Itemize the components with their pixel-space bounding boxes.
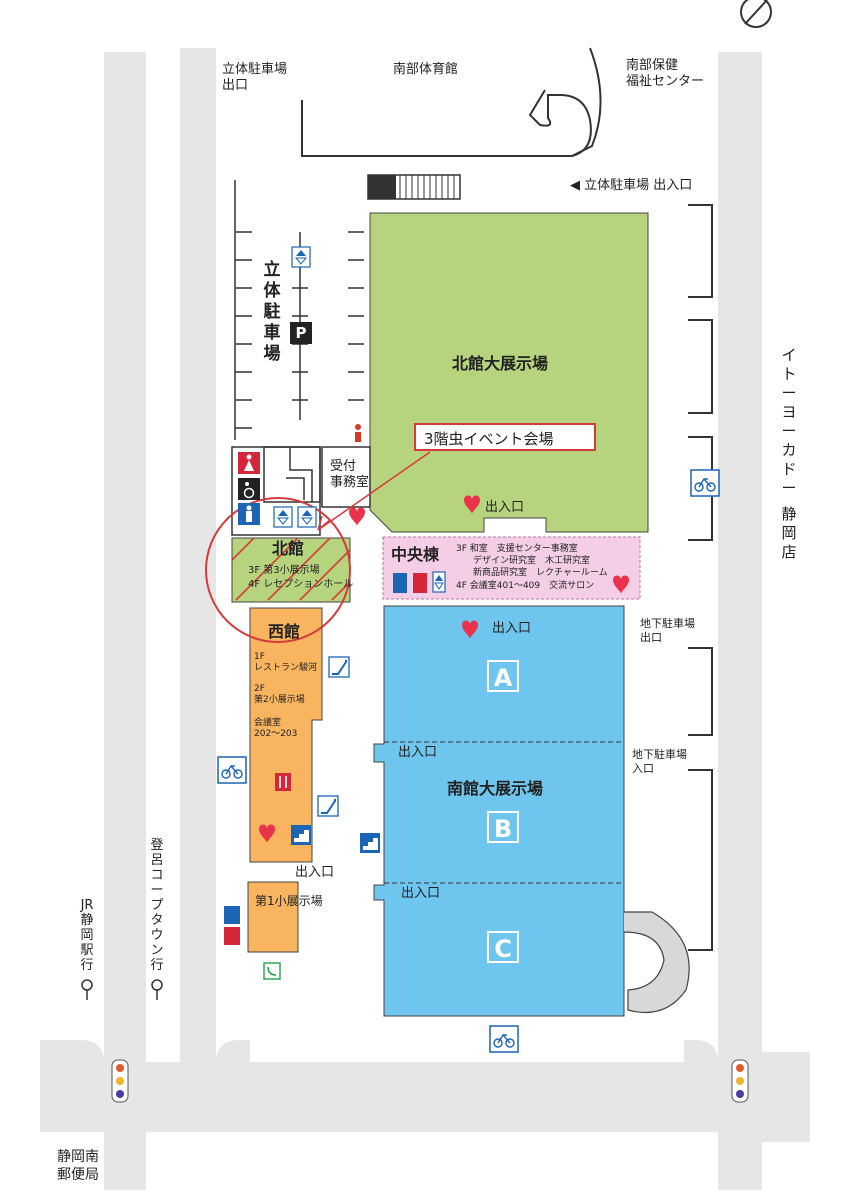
bus-stop-icon (81, 979, 163, 1000)
info-icon (355, 424, 361, 442)
zone-b-marker: B (487, 811, 519, 843)
south-hall-label: 南館大展示場 (447, 779, 544, 798)
elevator-icon (273, 246, 446, 593)
chuo-3f-line-2: デザイン研究室 木工研究室 (473, 556, 591, 566)
road-corner-2 (216, 1040, 250, 1062)
south-mid-entrance-2-label: 出入口 (401, 886, 441, 901)
parking-exit-label: 立体駐車場出口 (222, 62, 288, 93)
roads (40, 48, 810, 1190)
kitakan-3f-label: 3F 第3小展示場 (248, 565, 320, 576)
road-west-inner (180, 48, 216, 1062)
chuo-3f-line-3: 新商品研究室 レクチャールーム (473, 568, 608, 578)
station-direction-label: JR静岡駅行 (80, 898, 94, 973)
kitakan-hatching (231, 537, 351, 601)
gym-label: 南部体育館 (393, 62, 459, 77)
south-mid-entrance-1-label: 出入口 (398, 745, 438, 760)
reception-label: 受付事務室 (330, 459, 370, 490)
phone-icon (263, 962, 281, 980)
restaurant-icon-lines (279, 776, 287, 788)
chuo-title: 中央棟 (391, 545, 440, 564)
kitakan-title: 北館 (272, 539, 305, 558)
callout-line (317, 451, 431, 531)
small-hall-1-building (247, 881, 299, 953)
welfare-outline (571, 47, 602, 157)
road-south-east (718, 1132, 762, 1190)
compass-icon (740, 0, 772, 28)
north-hall-building (369, 212, 649, 533)
parking-icon (290, 322, 312, 344)
chuo-3f-line-1: 3F 和室 支援センター事務室 (456, 544, 578, 554)
west-entrance-label: 出入口 (295, 865, 335, 880)
road-corner-3 (684, 1040, 718, 1062)
road-west-outer (104, 52, 146, 1062)
welfare-center-label: 南部保健福祉センター (626, 58, 705, 89)
zone-a-marker: A (487, 660, 519, 692)
post-office-label: 静岡南郵便局 (57, 1149, 99, 1183)
underground-entrance-label: 地下駐車場入口 (632, 748, 687, 775)
service-block (231, 446, 321, 536)
stairs-top (367, 174, 461, 200)
bicycle-icon (217, 469, 720, 1053)
parking-entrance-label: ◀ 立体駐車場 出入口 (570, 178, 693, 193)
underground-exit-label: 地下駐車場出口 (640, 617, 695, 644)
gym-outline (301, 89, 592, 157)
chuo-4f-label: 4F 会議室401～409 交流サロン (456, 581, 595, 591)
stairs-icon (291, 825, 380, 853)
accessible-restroom-icon (238, 478, 260, 500)
west-hall-building (249, 607, 323, 863)
zone-c-marker: C (487, 931, 519, 963)
escalator-icon (317, 656, 350, 817)
north-entrance-label: 出入口 (485, 500, 525, 515)
nishikan-title: 西館 (268, 622, 301, 641)
restroom-icon (224, 452, 427, 945)
reception-box (321, 446, 371, 508)
restaurant-icon (275, 773, 291, 791)
parking-vertical-label: 立体駐車場 (263, 260, 281, 364)
road-south-west (104, 1132, 146, 1190)
small-hall-1-label: 第1小展示場 (255, 894, 323, 908)
phone-icon-handset (267, 966, 277, 976)
road-south (40, 1052, 810, 1142)
traffic-light-icon (111, 1059, 749, 1103)
road-corner-1 (40, 1040, 104, 1062)
coop-direction-label: 登呂コープタウン行 (150, 838, 164, 973)
ramp (623, 911, 690, 1014)
callout-circle (205, 497, 351, 643)
shizuoka-store-label: 静岡店 (781, 505, 797, 561)
north-hall-label: 北館大展示場 (452, 354, 549, 373)
kitakan-4f-label: 4F レセプションホール (248, 579, 354, 590)
south-top-entrance-label: 出入口 (492, 621, 532, 636)
callout-arrowhead (317, 515, 331, 531)
road-east (718, 52, 762, 1062)
parking-p-letter: P (295, 324, 307, 342)
event-venue-callout: 3階虫イベント会場 (414, 423, 596, 451)
east-parking-brackets (688, 204, 713, 951)
aed-icon (259, 495, 629, 843)
ito-yokado-label: イトーヨーカドー (781, 346, 797, 497)
parking-slots (234, 180, 364, 440)
